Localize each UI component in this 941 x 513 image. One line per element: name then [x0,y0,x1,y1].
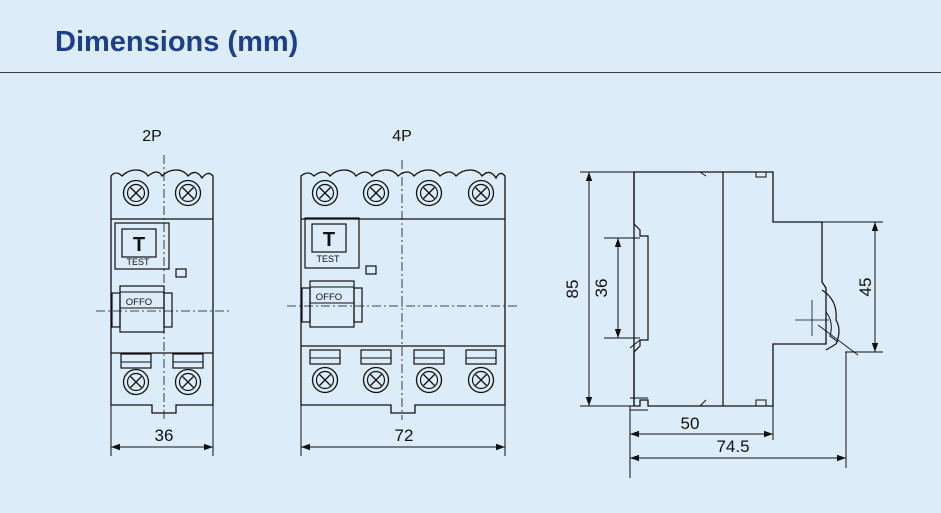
two-pole-label: 2P [142,128,162,145]
side-overall-depth-dimension: 74.5 [716,437,749,456]
two-pole-front-view: 2P T TEST OFFO 36 [96,128,230,456]
terminal-screw-icon [415,366,443,394]
four-pole-label: 4P [392,128,412,145]
two-pole-test-button-glyph: T [133,234,145,256]
terminal-screw-icon [174,368,202,396]
four-pole-test-label: TEST [316,254,340,264]
terminal-screw-icon [467,179,495,207]
side-depth-to-rail-dimension: 50 [681,414,700,433]
side-view: 85 36 45 50 74.5 [563,171,883,478]
title-divider [0,72,941,73]
terminal-screw-icon [415,179,443,207]
two-pole-housing [110,169,214,414]
terminal-screw-icon [467,366,495,394]
four-pole-test-button-glyph: T [323,229,335,251]
four-pole-housing [300,169,506,414]
side-height-dimension: 85 [563,280,582,299]
two-pole-width-dimension: 36 [155,426,174,445]
terminal-screw-icon [122,179,150,207]
terminal-screw-icon [122,368,150,396]
four-pole-switch-label: OFFO [316,292,342,303]
four-pole-front-view: 4P T TEST OFFO 72 [287,128,517,456]
page-title: Dimensions (mm) [55,26,299,58]
side-view-housing [633,171,827,407]
two-pole-test-label: TEST [126,257,150,267]
terminal-screw-icon [311,366,339,394]
two-pole-switch-label: OFFO [126,297,152,308]
terminal-screw-icon [362,366,390,394]
four-pole-width-dimension: 72 [395,426,414,445]
side-front-height-dimension: 45 [856,278,875,297]
side-rail-height-dimension: 36 [592,279,611,298]
terminal-screw-icon [311,179,339,207]
terminal-screw-icon [174,179,202,207]
terminal-screw-icon [362,179,390,207]
